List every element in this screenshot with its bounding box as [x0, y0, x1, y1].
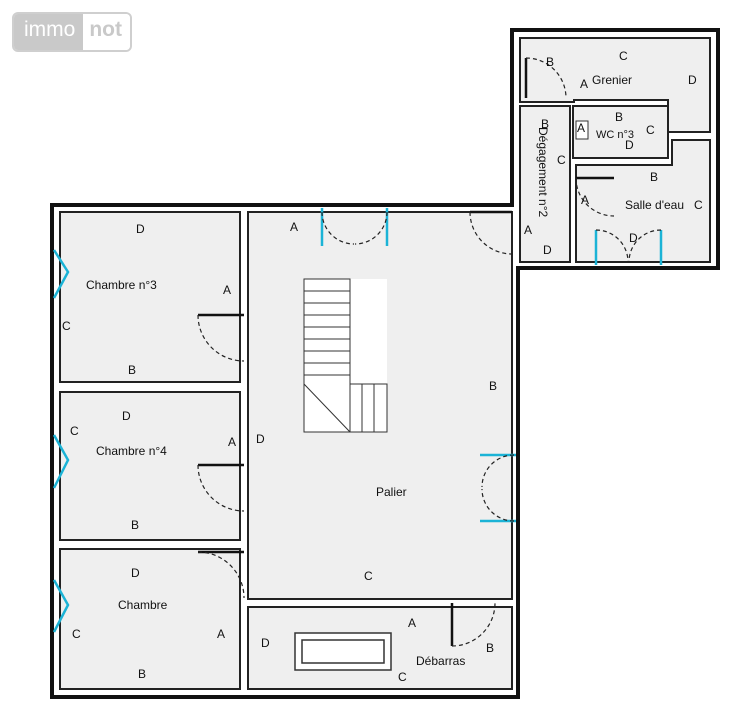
wall-grenier-c: C — [619, 49, 628, 63]
label-chambre-3: Chambre n°3 — [86, 278, 157, 292]
wall-degagement-2-b: B — [541, 117, 549, 131]
wall-chambre-4-d: D — [122, 409, 131, 423]
room-chambre — [59, 548, 241, 690]
logo-part-immo: immo — [14, 14, 84, 50]
wall-degagement-2-d: D — [543, 243, 552, 257]
wall-degagement-2-a: A — [524, 223, 532, 237]
outer-wall — [50, 28, 720, 699]
window-chambre-4 — [52, 434, 70, 489]
wall-chambre-3-d: D — [136, 222, 145, 236]
wall-wc-3-c: C — [646, 123, 655, 137]
wall-chambre-3-c: C — [62, 319, 71, 333]
wall-chambre-4-c: C — [70, 424, 79, 438]
window-chambre — [52, 579, 70, 633]
wall-salle-eau-b: B — [650, 170, 658, 184]
wall-salle-eau-d: D — [629, 231, 638, 245]
room-salle-eau — [575, 139, 711, 263]
label-degagement-2: Dégagement n°2 — [536, 127, 550, 218]
label-grenier: Grenier — [592, 73, 632, 87]
wall-palier-d: D — [256, 432, 265, 446]
window-chambre-3 — [52, 249, 70, 299]
wall-chambre-a: A — [217, 627, 225, 641]
wall-palier-c: C — [364, 569, 373, 583]
staircase — [303, 278, 388, 433]
wall-wc-3-d: D — [625, 138, 634, 152]
label-palier: Palier — [376, 485, 407, 499]
fixture-inner — [301, 639, 385, 664]
logo-part-not: not — [83, 14, 130, 50]
wall-degagement-2-c: C — [557, 153, 566, 167]
label-chambre: Chambre — [118, 598, 168, 612]
wall-palier-a: A — [290, 220, 298, 234]
wall-wc-3-a: A — [577, 121, 585, 135]
wall-salle-eau-a: A — [581, 193, 589, 207]
wall-salle-eau-c: C — [694, 198, 703, 212]
doors — [197, 57, 662, 647]
wall-chambre-d: D — [131, 566, 140, 580]
wall-wc-3-b: B — [615, 110, 623, 124]
wall-chambre-c: C — [72, 627, 81, 641]
logo: immo not — [12, 12, 132, 52]
room-degagement-2 — [519, 105, 571, 263]
label-chambre-4: Chambre n°4 — [96, 444, 167, 458]
wall-grenier-a: A — [580, 77, 588, 91]
wall-chambre-b: B — [138, 667, 146, 681]
wall-debarras-a: A — [408, 616, 416, 630]
wall-grenier-b: B — [546, 55, 554, 69]
wall-chambre-3-b: B — [128, 363, 136, 377]
wall-debarras-d: D — [261, 636, 270, 650]
room-grenier — [519, 37, 711, 133]
wall-debarras-b: B — [486, 641, 494, 655]
wall-debarras-c: C — [398, 670, 407, 684]
room-wc-3 — [572, 105, 669, 159]
wall-grenier-d: D — [688, 73, 697, 87]
label-salle-eau: Salle d'eau — [625, 198, 684, 212]
label-wc-3: WC n°3 — [596, 129, 634, 141]
wall-chambre-3-a: A — [223, 283, 231, 297]
wall-chambre-4-b: B — [131, 518, 139, 532]
room-chambre-3 — [59, 211, 241, 383]
wall-palier-b: B — [489, 379, 497, 393]
label-debarras: Débarras — [416, 654, 465, 668]
wall-chambre-4-a: A — [228, 435, 236, 449]
